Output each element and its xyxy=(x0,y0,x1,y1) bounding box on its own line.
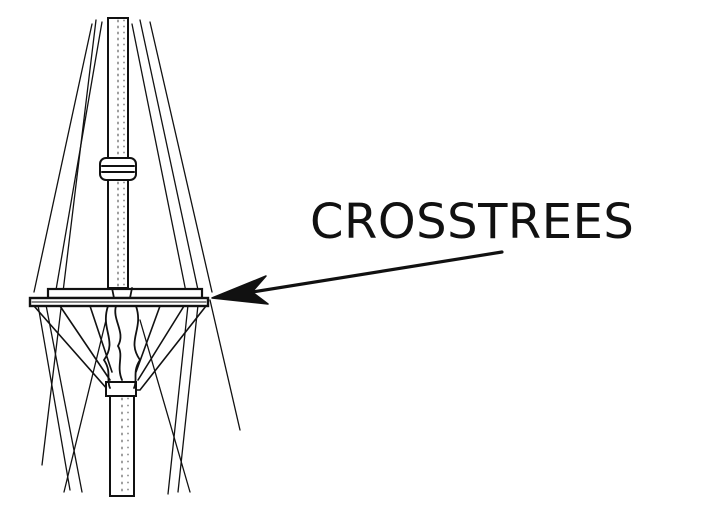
mast-band xyxy=(99,157,137,181)
topmast xyxy=(107,17,129,289)
lower-mast xyxy=(109,395,135,497)
arrow-left-icon xyxy=(211,250,504,305)
crosstrees xyxy=(28,287,210,308)
callout-label: CROSSTREES xyxy=(310,194,634,250)
trestle-trees xyxy=(33,305,207,397)
mast-head xyxy=(102,287,142,389)
mast-illustration xyxy=(28,17,241,497)
shrouds xyxy=(33,19,241,495)
